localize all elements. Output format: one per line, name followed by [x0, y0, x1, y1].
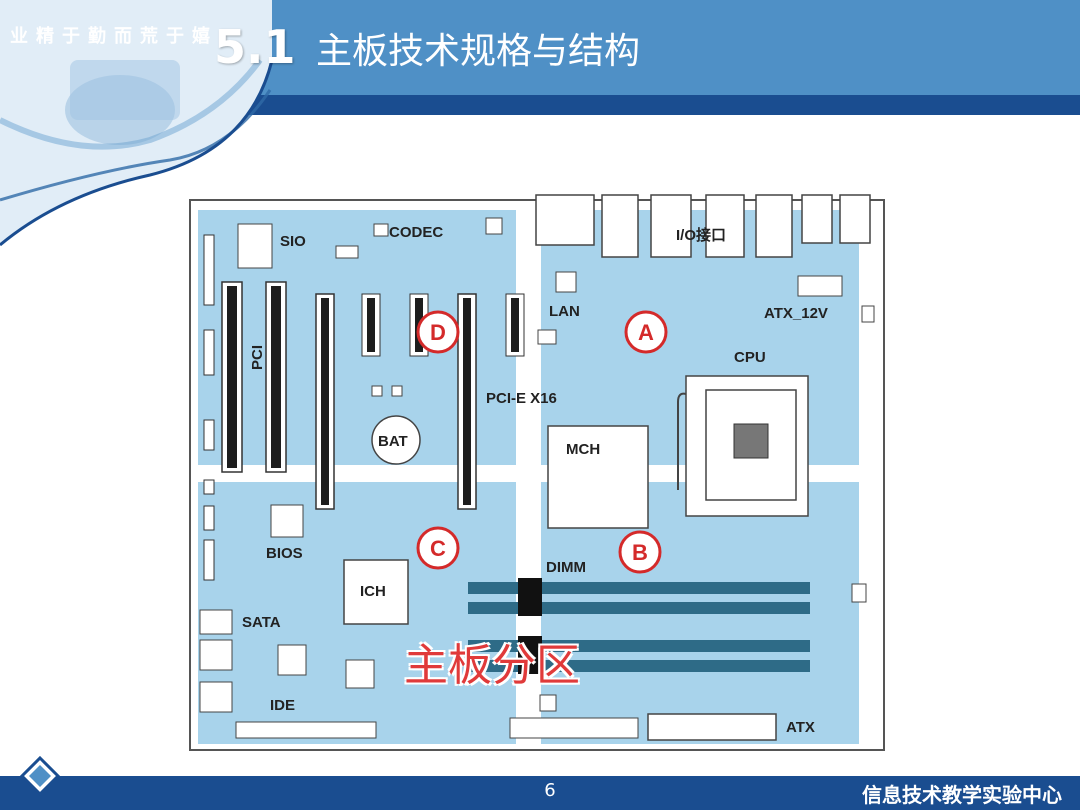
zone-marker-d: D [416, 310, 460, 354]
dimm-slots [468, 578, 810, 674]
diagram-overlay-title: 主板分区 [404, 640, 580, 691]
pcie-label: PCI-E X16 [486, 390, 557, 407]
mch-chip [547, 425, 649, 529]
footer-bar [0, 776, 1080, 810]
io-label: I/O接口 [676, 226, 726, 244]
lan-label: LAN [549, 303, 580, 320]
pci-label: PCI [249, 345, 266, 370]
svg-text:C: C [430, 536, 446, 561]
sio-chip [237, 223, 273, 269]
zone-marker-c: C [416, 526, 460, 570]
io-ports [535, 194, 871, 258]
sata-label: SATA [242, 614, 281, 631]
battery [371, 415, 421, 465]
ich-label: ICH [360, 583, 386, 600]
cpu-label: CPU [734, 349, 766, 366]
zone-marker-a: A [624, 310, 668, 354]
header-stripe [0, 95, 1080, 115]
atx12v-label: ATX_12V [764, 305, 828, 322]
motherboard-diagram: SIO CODEC PCI PCI-E X16 LAN I/O [189, 194, 885, 751]
page-title: 主板技术规格与结构 [316, 31, 641, 72]
svg-text:A: A [638, 320, 654, 345]
mch-label: MCH [566, 441, 600, 458]
codec-label: CODEC [389, 224, 443, 241]
bios-label: BIOS [266, 545, 303, 562]
atx-label: ATX [786, 719, 815, 736]
footer-organization: 信息技术教学实验中心 [862, 783, 1062, 807]
svg-text:B: B [632, 540, 648, 565]
zone-marker-b: B [618, 530, 662, 574]
motto: 业精于勤而荒于嬉 [10, 26, 218, 47]
section-number: 5.1 [214, 20, 296, 74]
bat-label: BAT [378, 433, 408, 450]
bios-chip [270, 504, 304, 538]
dimm-label: DIMM [546, 559, 586, 576]
ide-connector [235, 721, 377, 739]
sio-label: SIO [280, 233, 306, 250]
ich-chip [343, 559, 409, 625]
svg-text:D: D [430, 320, 446, 345]
page-number: 6 [544, 780, 556, 801]
atx-connector [647, 713, 777, 741]
ide-label: IDE [270, 697, 295, 714]
corner-decoration [0, 0, 274, 247]
diamond-icon [20, 756, 60, 796]
